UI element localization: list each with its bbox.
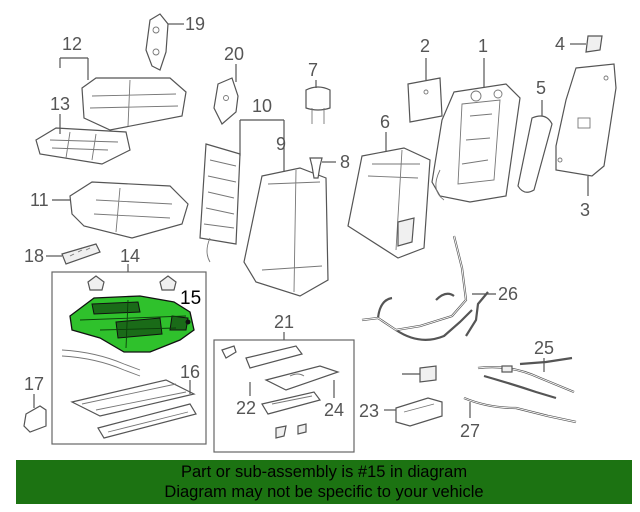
callout-17[interactable]: 17 <box>24 374 44 394</box>
part-19-bracket <box>145 13 184 71</box>
callout-20[interactable]: 20 <box>224 44 244 64</box>
part-7-headrest <box>305 80 331 124</box>
callout-2[interactable]: 2 <box>420 36 430 56</box>
part-15-cushion-frame-highlighted[interactable] <box>69 295 195 353</box>
callout-6[interactable]: 6 <box>380 112 390 132</box>
callout-15[interactable]: 15 <box>180 288 201 309</box>
part-2-cover <box>407 58 443 123</box>
info-banner: Part or sub-assembly is #15 in diagram D… <box>16 460 632 504</box>
part-20-bracket <box>213 64 239 125</box>
callout-16[interactable]: 16 <box>180 362 200 382</box>
part-21-components <box>221 345 340 439</box>
part-27-cable <box>463 396 577 424</box>
callout-23[interactable]: 23 <box>359 401 379 421</box>
callout-1[interactable]: 1 <box>478 36 488 56</box>
callout-3[interactable]: 3 <box>580 200 590 220</box>
part-13-seat-heater <box>35 114 131 165</box>
callout-14[interactable]: 14 <box>120 246 140 266</box>
banner-line-2: Diagram may not be specific to your vehi… <box>164 483 484 501</box>
part-12-cushion-cover <box>59 57 187 131</box>
part-9-seatback-cover <box>243 120 329 297</box>
callout-5[interactable]: 5 <box>536 78 546 98</box>
callout-19[interactable]: 19 <box>185 14 205 34</box>
part-25-harness <box>477 356 575 400</box>
callout-26[interactable]: 26 <box>498 284 518 304</box>
callout-22[interactable]: 22 <box>236 398 256 418</box>
part-18-cover <box>46 243 101 265</box>
part-8-guide <box>309 157 336 179</box>
banner-line-1: Part or sub-assembly is #15 in diagram <box>180 463 468 481</box>
part-28-connector <box>402 365 437 383</box>
part-14-hardware <box>61 275 197 439</box>
part-1-seatback-frame <box>431 58 521 203</box>
callout-11[interactable]: 11 <box>30 190 49 210</box>
part-10-back-heater <box>199 119 284 263</box>
part-26-harness <box>361 235 496 341</box>
callout-25[interactable]: 25 <box>534 338 554 358</box>
part-17-cover <box>23 394 47 433</box>
callout-8[interactable]: 8 <box>340 152 350 172</box>
part-4-clip <box>570 35 603 53</box>
callout-4[interactable]: 4 <box>555 34 565 54</box>
part-11-cushion-pad <box>52 181 189 239</box>
callout-10[interactable]: 10 <box>252 96 272 116</box>
callout-13[interactable]: 13 <box>50 94 70 114</box>
part-6-seatback-pad <box>347 132 431 259</box>
callout-12[interactable]: 12 <box>62 34 82 54</box>
callout-9[interactable]: 9 <box>276 134 286 154</box>
callout-27[interactable]: 27 <box>460 421 480 441</box>
part-5-armrest <box>517 100 553 193</box>
callout-21[interactable]: 21 <box>274 312 294 332</box>
callout-18[interactable]: 18 <box>24 246 44 266</box>
part-3-back-board <box>555 63 617 196</box>
callout-7[interactable]: 7 <box>308 60 318 80</box>
callout-24[interactable]: 24 <box>324 400 344 420</box>
part-23-module <box>384 397 443 427</box>
